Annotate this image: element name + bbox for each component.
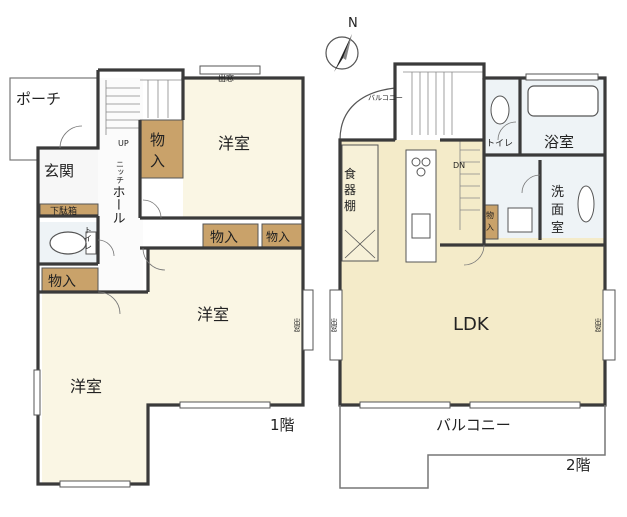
room-mid: [148, 248, 303, 405]
storage2-label-1: 物: [486, 210, 494, 220]
window-right-label: 出窓: [293, 317, 301, 332]
floor1-label: 1階: [270, 416, 295, 434]
bathtub: [527, 85, 599, 117]
pantry-label-2: 器: [344, 183, 356, 197]
compass: N: [325, 16, 359, 72]
storage-top: [139, 119, 184, 179]
room-top-label: 洋室: [218, 134, 250, 153]
room-top: [183, 78, 303, 218]
floor-2: LDK 食 器 棚 浴室 洗 面 室 物 入 トイレ DN バルコニー バルコニ…: [329, 62, 616, 489]
storage-left-label: 物入: [48, 274, 76, 290]
window-right2-label: 出窓: [594, 317, 602, 332]
dn-label: DN: [453, 161, 465, 170]
room-bottom-label: 洋室: [70, 377, 102, 396]
storage-top-label-1: 物: [150, 131, 165, 149]
washbasin: [577, 185, 595, 223]
windows-floor2: [329, 73, 616, 409]
window-left2-label: 出窓: [330, 317, 338, 332]
pantry-label-1: 食: [344, 166, 356, 181]
toilet1-label: トイレ: [84, 226, 93, 250]
entrance-floor: [38, 148, 98, 204]
hall-label: ホール: [110, 185, 125, 224]
storage-mid1-label: 物入: [210, 230, 238, 246]
washroom-label-1: 洗: [551, 185, 564, 200]
toilet2-fixture: [490, 95, 510, 125]
doors-floor2: [463, 121, 541, 266]
washer-pan: [507, 207, 533, 233]
floor-1: ポーチ: [9, 65, 314, 488]
stairs-floor2: [403, 71, 484, 230]
pantry: [341, 144, 379, 262]
window-top-label: 出窓: [218, 73, 234, 83]
storage-mid2-label: 物入: [266, 230, 290, 244]
kitchen-counter: [405, 149, 437, 263]
entrance-label: 玄関: [44, 162, 74, 180]
room-bottom: [42, 292, 148, 484]
washroom-label-3: 室: [551, 220, 564, 236]
storage2-label-2: 入: [486, 223, 494, 232]
windows-floor1: [33, 65, 314, 488]
toilet-tank: [85, 231, 97, 255]
ldk-label: LDK: [453, 314, 490, 335]
storage-left: [41, 267, 99, 293]
niche-label: ニッチ: [116, 160, 125, 184]
walls-floor2: [338, 62, 607, 407]
floor2-label: 2階: [566, 456, 591, 474]
washroom-label-2: 面: [551, 203, 564, 218]
room-mid-label: 洋室: [197, 305, 229, 324]
shoe-box-label: 下駄箱: [50, 205, 77, 217]
doors-floor1: [59, 125, 166, 315]
toilet2-label: トイレ: [486, 139, 513, 149]
balcony-bottom-label: バルコニー: [436, 416, 511, 434]
bath-label: 浴室: [544, 133, 574, 151]
storage-top-label-2: 入: [150, 152, 165, 170]
balcony-top-label: バルコニー: [368, 94, 403, 102]
toilet-fixture: [49, 231, 87, 255]
pantry-label-3: 棚: [344, 198, 356, 213]
stairs-floor1: [105, 79, 183, 135]
north-label: N: [348, 16, 358, 31]
up-label: UP: [118, 139, 129, 148]
balcony-bottom-outline: [339, 405, 606, 489]
porch-label: ポーチ: [16, 90, 61, 108]
hall-floor: [98, 78, 143, 293]
